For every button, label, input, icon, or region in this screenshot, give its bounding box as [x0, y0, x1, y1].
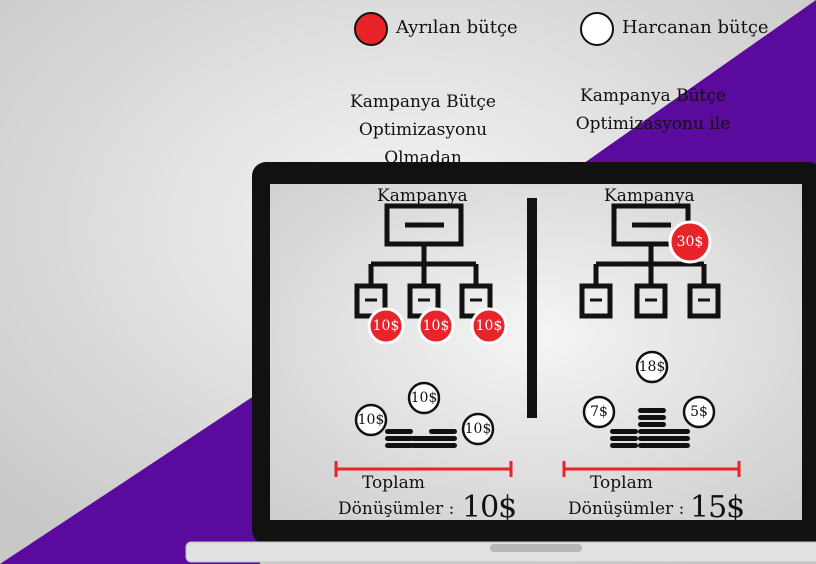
left-total-value: 10$	[462, 490, 517, 525]
right-conversions-label: Dönüşümler :	[568, 499, 685, 519]
legend-allocated-marker	[354, 12, 388, 46]
coin-stack-disc	[429, 436, 457, 441]
coin-stack-disc	[385, 429, 413, 434]
left-adset-badge	[417, 307, 455, 345]
coin-stack-disc	[610, 429, 638, 434]
right-campaign-label: Kampanya	[604, 186, 695, 206]
coin-stack-disc	[429, 429, 457, 434]
coin-stack-disc	[662, 429, 690, 434]
left-adset-badge	[367, 307, 405, 345]
right-coin-label: 18$	[638, 359, 666, 375]
left-total-label: Toplam	[362, 473, 425, 493]
left-adset-badge-label: 10$	[475, 318, 503, 334]
right-column-title: Kampanya Bütçe Optimizasyonu ile	[575, 86, 731, 134]
legend-allocated-label: Ayrılan bütçe	[396, 17, 518, 38]
coin-stack-disc	[638, 443, 666, 448]
left-coin-label: 10$	[410, 390, 438, 406]
right-coin-stack	[582, 350, 716, 448]
left-campaign-label: Kampanya	[377, 186, 468, 206]
coin	[354, 403, 388, 437]
purple-triangle-bottom-left	[0, 392, 260, 564]
right-coin-label: 7$	[590, 404, 608, 420]
right-adset-box	[634, 283, 668, 319]
right-campaign-badge	[668, 220, 712, 264]
coin	[682, 395, 716, 429]
right-adset-box	[687, 283, 721, 319]
left-coin-label: 10$	[357, 412, 385, 428]
coin	[635, 350, 669, 384]
left-adset-badge-label: 10$	[372, 318, 400, 334]
right-total-value: 15$	[690, 490, 745, 525]
left-conversions-label: Dönüşümler :	[338, 499, 455, 519]
legend-spent-label: Harcanan bütçe	[622, 17, 769, 38]
coin-stack-disc	[662, 443, 690, 448]
left-coin-stack	[354, 381, 495, 448]
left-adset-badge	[470, 307, 508, 345]
coin	[582, 395, 616, 429]
legend-spent-marker	[580, 12, 614, 46]
right-adset-box	[579, 283, 613, 319]
coin-stack-disc	[638, 436, 666, 441]
right-coin-label: 5$	[690, 404, 708, 420]
coin-stack-disc	[410, 443, 434, 448]
coin-stack-disc	[638, 415, 666, 420]
coin-stack-disc	[638, 422, 666, 427]
left-column-title: Kampanya Bütçe Optimizasyonu Olmadan	[350, 92, 496, 168]
coin-stack-disc	[610, 443, 638, 448]
right-total-label: Toplam	[590, 473, 653, 493]
right-total-bracket	[562, 461, 741, 477]
coin-stack-disc	[638, 408, 666, 413]
coin-stack-disc	[429, 443, 457, 448]
coin-stack-disc	[638, 429, 666, 434]
coin	[407, 381, 441, 415]
left-total-bracket	[334, 461, 513, 477]
coin-stack-disc	[610, 436, 638, 441]
laptop-notch	[490, 544, 582, 552]
left-adset-badge-label: 10$	[422, 318, 450, 334]
right-campaign-badge-label: 30$	[676, 234, 704, 250]
coin-stack-disc	[410, 436, 434, 441]
divider	[527, 198, 537, 418]
left-coin-label: 10$	[464, 421, 492, 437]
coin	[461, 412, 495, 446]
coin-stack-disc	[385, 436, 413, 441]
coin-stack-disc	[385, 443, 413, 448]
coin-stack-disc	[662, 436, 690, 441]
purple-triangle-top-right	[560, 0, 816, 180]
left-org-chart	[354, 203, 493, 319]
